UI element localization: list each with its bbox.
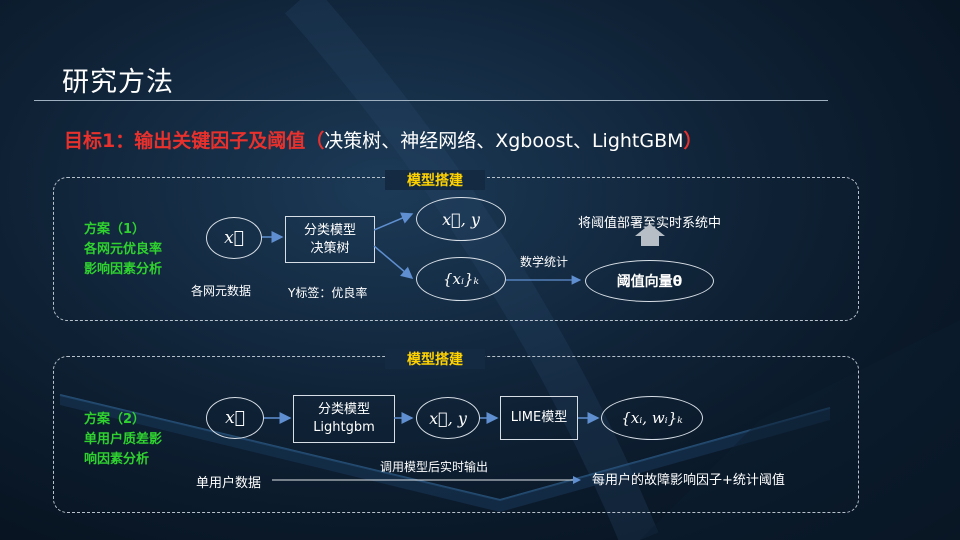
- deploy-label: 将阈值部署至实时系统中: [578, 216, 722, 231]
- lightgbm-model-box: 分类模型 Lightgbm: [293, 395, 395, 443]
- user-data-label: 单用户数据: [196, 476, 262, 491]
- model2-line2: Lightgbm: [313, 420, 375, 435]
- output-xk-node: {xᵢ}ₖ: [416, 257, 506, 301]
- scheme1-label-line: 各网元优良率: [84, 242, 163, 257]
- input-vector-node: x⃗: [206, 217, 262, 259]
- model-line2: 决策树: [310, 240, 350, 256]
- output-xy-node: x⃗, y: [416, 197, 506, 241]
- title-divider: [34, 100, 828, 101]
- classification-model-box: 分类模型 决策树: [285, 216, 375, 263]
- scheme2-label: 方案（2） 单用户质差影 响因素分析: [84, 410, 162, 470]
- input-data-label: 各网元数据: [191, 284, 252, 298]
- scheme1-panel-title: 模型搭建: [385, 170, 485, 190]
- lime-label: LIME模型: [510, 410, 568, 425]
- scheme2-label-line: 响因素分析: [84, 452, 150, 467]
- threshold-vector-node: 阈值向量θ: [585, 260, 714, 302]
- output-xw-node: {xᵢ, wᵢ}ₖ: [601, 396, 703, 440]
- statistics-label: 数学统计: [520, 255, 569, 269]
- goal-close: ）: [683, 130, 703, 152]
- goal-heading: 目标1：输出关键因子及阈值（决策树、神经网络、Xgboost、LightGBM）: [64, 126, 703, 153]
- scheme1-label: 方案（1） 各网元优良率 影响因素分析: [84, 220, 162, 280]
- input-vector-node-2: x⃗: [206, 397, 264, 439]
- scheme2-panel-title: 模型搭建: [385, 349, 485, 369]
- model2-line1: 分类模型: [317, 402, 370, 417]
- scheme2-label-line: 方案（2）: [84, 412, 146, 427]
- y-label: Y标签：优良率: [288, 286, 368, 300]
- scheme1-label-line: 影响因素分析: [84, 262, 163, 277]
- call-label: 调用模型后实时输出: [380, 460, 489, 474]
- result-label: 每用户的故障影响因子+统计阈值: [592, 473, 785, 488]
- goal-methods: 决策树、神经网络、Xgboost、LightGBM: [324, 130, 684, 152]
- model-line1: 分类模型: [303, 222, 356, 238]
- mid-xy-node: x⃗, y: [416, 397, 480, 439]
- scheme1-label-line: 方案（1）: [84, 222, 146, 237]
- goal-label: 目标1：输出关键因子及阈值（: [64, 130, 325, 152]
- page-title: 研究方法: [62, 67, 174, 98]
- lime-model-box: LIME模型: [500, 396, 578, 440]
- scheme2-label-line: 单用户质差影: [84, 432, 163, 447]
